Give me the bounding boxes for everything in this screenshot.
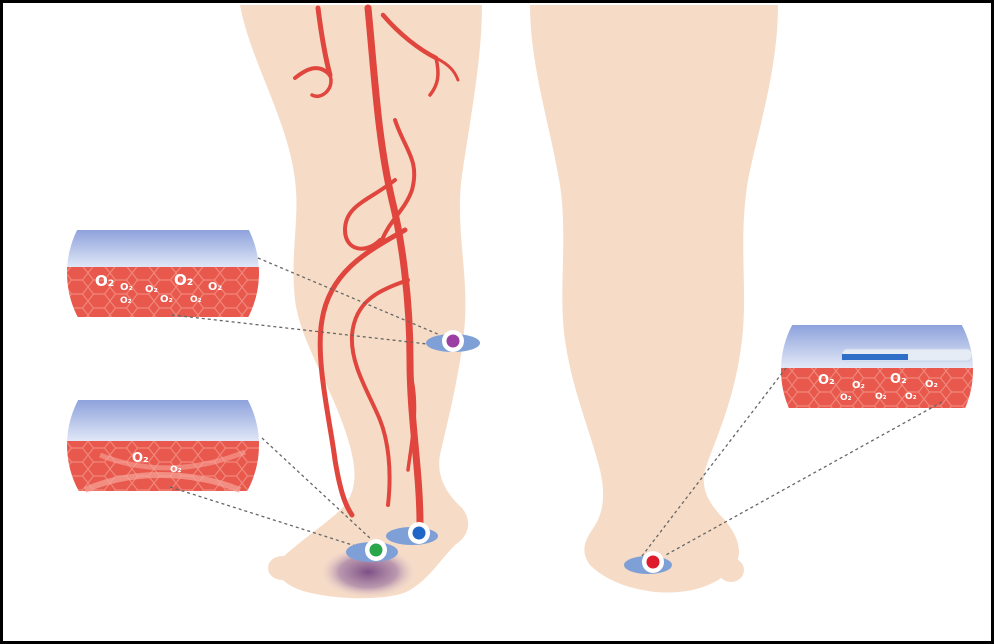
o2-label: O₂: [818, 373, 835, 388]
o2-label: O₂: [120, 282, 133, 293]
o2-label: O₂: [925, 379, 938, 390]
o2-label: O₂: [840, 393, 852, 403]
o2-label: O₂: [190, 295, 202, 305]
o2-label: O₂: [145, 284, 158, 295]
left-leg: [240, 5, 482, 598]
right-leg: [530, 5, 778, 593]
o2-label: O₂: [875, 392, 887, 402]
o2-label: O₂: [208, 280, 222, 293]
o2-label: O₂: [95, 272, 114, 290]
o2-label: O₂: [120, 296, 132, 306]
o2-label: O₂: [890, 372, 907, 387]
inset-right: O₂ O₂ O₂ O₂ O₂ O₂ O₂: [780, 325, 980, 408]
inset-lower-left: O₂ O₂: [60, 400, 266, 491]
o2-label: O₂: [160, 294, 173, 305]
o2-label: O₂: [174, 271, 193, 289]
o2-label: O₂: [132, 451, 149, 466]
o2-label: O₂: [852, 380, 865, 391]
inset-upper-left: O₂ O₂ O₂ O₂ O₂ O₂ O₂ O₂: [60, 230, 266, 317]
o2-label: O₂: [905, 392, 917, 402]
o2-label: O₂: [170, 465, 182, 475]
